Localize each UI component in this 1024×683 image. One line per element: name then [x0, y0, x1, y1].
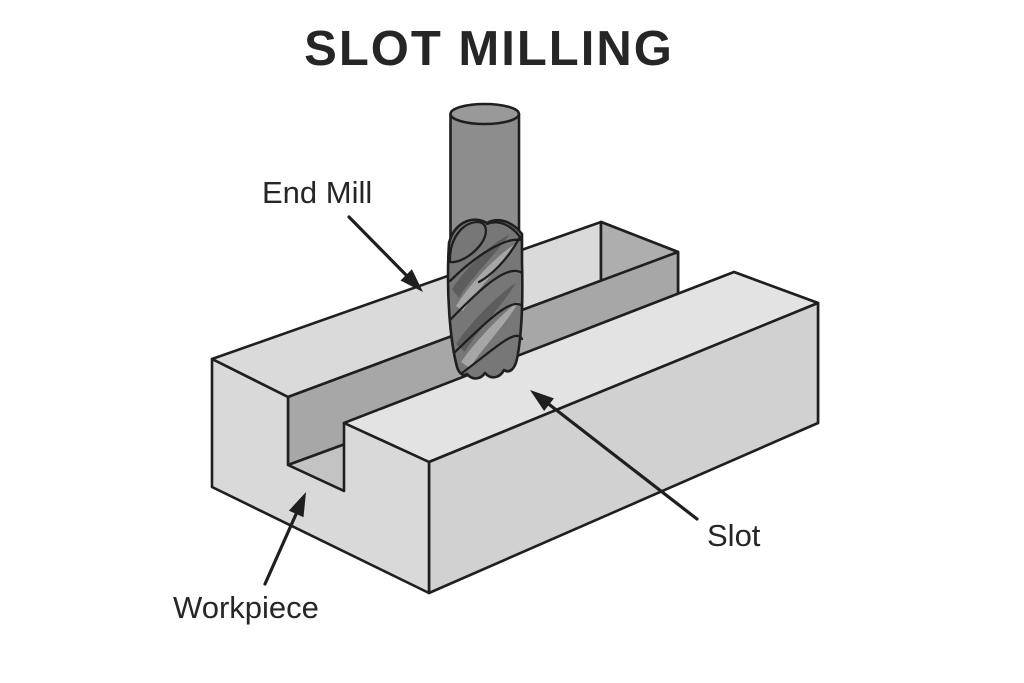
end-mill-label: End Mill — [262, 175, 372, 210]
workpiece-arrow-line — [263, 510, 299, 586]
flute-petal-right — [477, 221, 522, 284]
slot-arrow-line — [544, 400, 699, 521]
flute-spiral-4 — [460, 334, 524, 375]
workpiece-front-left-face — [210, 357, 431, 595]
callouts — [263, 215, 699, 586]
end-mill-top — [449, 102, 521, 126]
slot-arrowhead-icon — [530, 390, 554, 411]
flute-highlight-lower — [461, 301, 519, 368]
flute-shadow-upper — [452, 234, 510, 298]
workpiece-label: Workpiece — [173, 590, 319, 625]
flute-spiral-2 — [449, 269, 524, 321]
slot-label: Slot — [707, 518, 761, 553]
workpiece-arrowhead-icon — [288, 492, 306, 518]
flute-spiral-3 — [452, 302, 524, 355]
flute-shadow-lower — [456, 283, 516, 352]
end-mill-arrow-line — [347, 215, 412, 281]
diagram-title: SLOT MILLING — [304, 22, 674, 76]
end-mill-arrowhead-icon — [400, 269, 423, 292]
end-mill — [446, 102, 524, 380]
flute-petal-left — [448, 220, 488, 264]
flute-spiral-1 — [448, 238, 523, 283]
workpiece — [210, 220, 820, 595]
